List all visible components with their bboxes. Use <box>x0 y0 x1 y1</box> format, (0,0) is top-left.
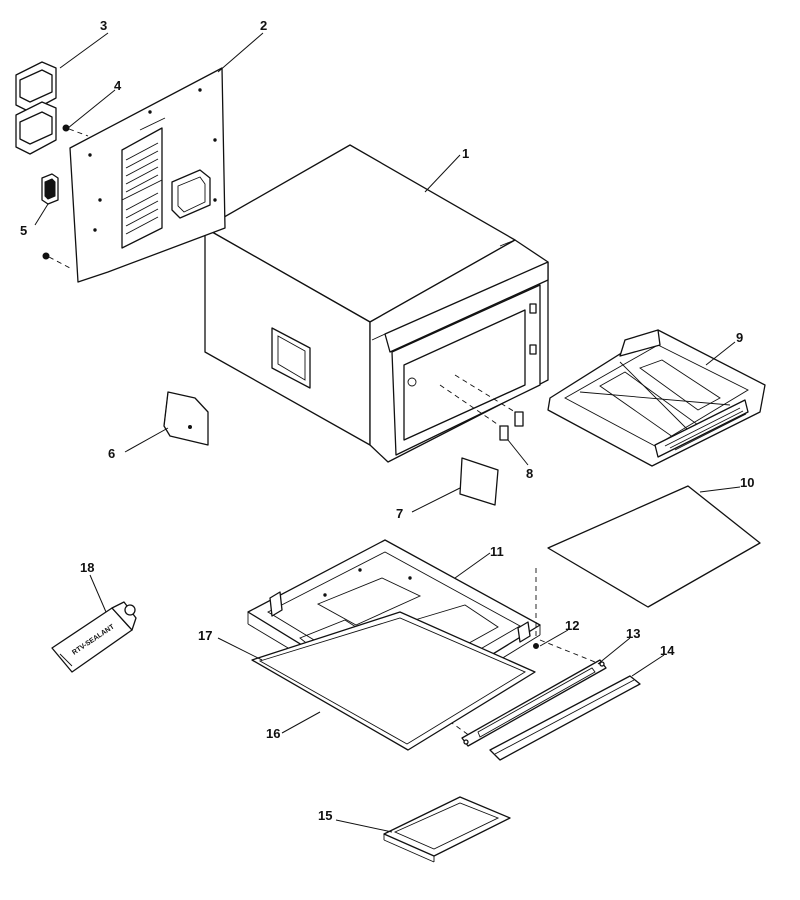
callout-12: 12 <box>565 618 579 633</box>
callout-8: 8 <box>526 466 533 481</box>
part-7-plate <box>459 457 499 506</box>
part-16-17-gasket <box>251 611 536 751</box>
part-3-brackets <box>15 61 57 155</box>
callout-17: 17 <box>198 628 212 643</box>
callout-5: 5 <box>20 223 27 238</box>
callout-7: 7 <box>396 506 403 521</box>
callout-11: 11 <box>490 544 504 559</box>
part-10-plate <box>547 485 761 608</box>
callout-9: 9 <box>736 330 743 345</box>
callout-labels: 3 2 4 1 5 6 7 8 9 10 11 12 13 14 15 16 1… <box>20 18 754 823</box>
callout-6: 6 <box>108 446 115 461</box>
callout-4: 4 <box>114 78 122 93</box>
part-15-small-tray <box>383 796 511 863</box>
callout-2: 2 <box>260 18 267 33</box>
leader-lines <box>34 32 741 833</box>
callout-18: 18 <box>80 560 94 575</box>
callout-10: 10 <box>740 475 754 490</box>
part-13-rail <box>419 639 607 747</box>
part-6-cover <box>163 391 209 446</box>
callout-1: 1 <box>462 146 469 161</box>
part-4-screws <box>42 124 89 269</box>
callout-3: 3 <box>100 18 107 33</box>
part-14-trim <box>489 675 641 761</box>
callout-13: 13 <box>626 626 640 641</box>
callout-15: 15 <box>318 808 332 823</box>
callout-16: 16 <box>266 726 280 741</box>
part-9-tray <box>547 329 766 467</box>
part-2-rear-panel <box>69 67 226 283</box>
part-18-sealant-tube: RTV-SEALANT <box>51 601 137 673</box>
part-1-cabinet <box>204 144 549 463</box>
callout-14: 14 <box>660 643 675 658</box>
part-8-pads <box>439 374 524 441</box>
part-5-clip <box>41 173 59 205</box>
part-12-screw <box>533 568 539 649</box>
